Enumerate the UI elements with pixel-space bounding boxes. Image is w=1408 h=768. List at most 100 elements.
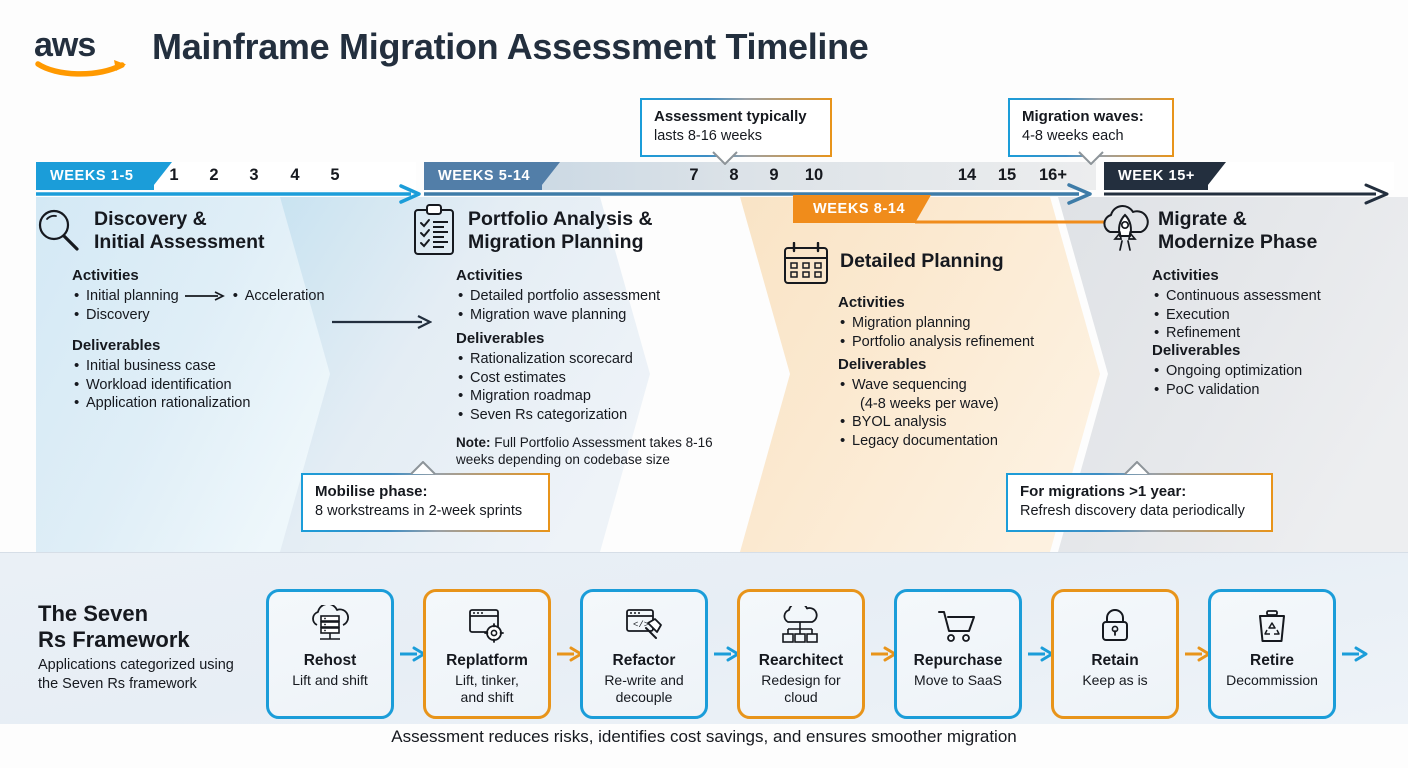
r-card-name: Repurchase — [913, 652, 1003, 669]
tick-week-9: 9 — [769, 166, 779, 184]
r-card-desc-l1: Lift and shift — [292, 672, 368, 688]
r-card-retire[interactable]: Retire Decommission — [1208, 589, 1336, 719]
callout-mobilise-sub: 8 workstreams in 2-week sprints — [315, 502, 523, 519]
header: aws Mainframe Migration Assessment Timel… — [0, 0, 1408, 92]
r-card-repurchase[interactable]: Repurchase Move to SaaS — [894, 589, 1022, 719]
r-card-desc-l2: decouple — [615, 688, 673, 705]
callout-mobilise-tail — [410, 461, 436, 475]
callout-refresh-tail — [1124, 461, 1150, 475]
flow-arrow-icon — [184, 291, 225, 302]
callout-assessment-title: Assessment typically — [654, 108, 807, 125]
phase-deliverables-discovery: Deliverables Initial business case Workl… — [72, 337, 332, 413]
callout-assessment-tail — [712, 151, 738, 165]
r-card-desc: Decommission — [1222, 672, 1322, 689]
r-card-rehost[interactable]: Rehost Lift and shift — [266, 589, 394, 719]
phase-title-migrate-l2: Modernize Phase — [1158, 231, 1318, 253]
tick-group-left: 1 2 3 4 5 — [160, 166, 360, 188]
phase-title-migrate-l1: Migrate & — [1158, 208, 1247, 230]
seven-rs-title-l1: The Seven — [38, 601, 149, 626]
clipboard-checklist-icon — [414, 204, 454, 255]
r-card-desc: Redesign for cloud — [757, 672, 844, 706]
activity-item: Migration wave planning — [456, 305, 746, 325]
tick-week-15: 15 — [997, 166, 1017, 184]
phase-connector-arrow-icon — [332, 315, 432, 329]
callout-assessment: Assessment typically lasts 8-16 weeks — [640, 98, 832, 157]
callout-refresh-sub: Refresh discovery data periodically — [1020, 502, 1245, 519]
deliverable-item: Application rationalization — [72, 393, 332, 413]
r-card-desc: Keep as is — [1078, 672, 1151, 689]
callout-refresh-title: For migrations >1 year: — [1020, 483, 1187, 500]
svg-text:</>: </> — [633, 620, 649, 630]
activities-label-detailed: Activities — [838, 294, 905, 311]
r-card-desc: Move to SaaS — [910, 672, 1006, 689]
phase-shape-detailed — [740, 197, 1100, 552]
calendar-icon — [784, 242, 828, 284]
seven-rs-subtitle: Applications categorized using the Seven… — [38, 656, 234, 694]
deliverable-item: PoC validation — [1152, 380, 1402, 400]
phase-title-discovery: Discovery & Initial Assessment — [94, 208, 265, 254]
shopping-cart-icon — [935, 605, 981, 647]
callout-waves-tail — [1078, 151, 1104, 165]
deliverable-item: Workload identification — [72, 375, 332, 395]
r-card-refactor[interactable]: </> Refactor Re-write and decouple — [580, 589, 708, 719]
deliverable-item: Seven Rs categorization — [456, 405, 746, 425]
page-title: Mainframe Migration Assessment Timeline — [152, 26, 869, 67]
aws-logo: aws — [34, 26, 126, 77]
r-card-desc: Lift and shift — [288, 672, 372, 689]
tick-week-16plus: 16+ — [1039, 166, 1067, 184]
padlock-icon — [1095, 605, 1135, 647]
code-hammer-icon: </> — [622, 605, 666, 647]
callout-waves-title: Migration waves: — [1022, 108, 1144, 125]
deliverables-label-discovery: Deliverables — [72, 337, 161, 354]
activity-item: Detailed portfolio assessment — [456, 286, 746, 306]
weeks-badge-discovery: WEEKS 1-5 — [36, 162, 154, 190]
phase-activities-discovery: Activities Initial planning Acceleration… — [72, 267, 332, 324]
phase-deliverables-detailed: Deliverables Wave sequencing (4-8 weeks … — [838, 356, 1128, 451]
weeks-badge-migrate: WEEK 15+ — [1104, 162, 1208, 190]
deliverable-item: BYOL analysis — [838, 412, 1128, 432]
r-card-desc-l1: Re-write and — [604, 672, 684, 688]
r-card-desc-l1: Redesign for — [761, 672, 841, 688]
activity-item: Execution — [1152, 305, 1402, 325]
deliverable-item: Migration roadmap — [456, 386, 746, 406]
phase-deliverables-portfolio: Deliverables Rationalization scorecard C… — [456, 330, 746, 469]
phase-title-portfolio-l1: Portfolio Analysis & — [468, 208, 653, 230]
deliverable-item: Ongoing optimization — [1152, 361, 1402, 381]
r-card-replatform[interactable]: Replatform Lift, tinker, and shift — [423, 589, 551, 719]
activity-item: Refinement — [1152, 323, 1402, 343]
timeline-section: WEEKS 1-5 1 2 3 4 5 WEEKS 5-14 — [0, 92, 1408, 552]
seven-rs-title: The Seven Rs Framework — [38, 601, 190, 653]
tick-week-5: 5 — [330, 166, 340, 184]
r-card-desc-l2: cloud — [784, 688, 818, 705]
activity-item: Migration planning — [838, 313, 1128, 333]
seven-rs-band: The Seven Rs Framework Applications cate… — [0, 552, 1408, 724]
phase-activities-detailed: Activities Migration planning Portfolio … — [838, 294, 1128, 351]
r-card-desc-l2: and shift — [460, 688, 514, 705]
callout-waves-sub: 4-8 weeks each — [1022, 127, 1124, 144]
tick-week-1: 1 — [169, 166, 179, 184]
callout-assessment-sub: lasts 8-16 weeks — [654, 127, 762, 144]
tick-week-2: 2 — [209, 166, 219, 184]
activity-item: Continuous assessment — [1152, 286, 1402, 306]
badge-tail-migrate — [1204, 162, 1226, 190]
phase-deliverables-migrate: Deliverables Ongoing optimization PoC va… — [1152, 342, 1402, 399]
r-card-desc: Lift, tinker, and shift — [451, 672, 523, 706]
weeks-badge-portfolio: WEEKS 5-14 — [424, 162, 542, 190]
r-card-retain[interactable]: Retain Keep as is — [1051, 589, 1179, 719]
tick-week-3: 3 — [249, 166, 259, 184]
seven-rs-subtitle-l1: Applications categorized using — [38, 657, 234, 673]
svg-text:aws: aws — [34, 26, 95, 64]
window-gear-icon — [465, 605, 509, 647]
phase-activities-portfolio: Activities Detailed portfolio assessment… — [456, 267, 746, 324]
deliverable-item-continuation: (4-8 weeks per wave) — [860, 395, 999, 412]
phase-title-detailed-l1: Detailed Planning — [840, 250, 1004, 272]
r-arrow-icon — [1342, 646, 1368, 662]
phase-note-label: Note: — [456, 434, 491, 450]
activities-label-migrate: Activities — [1152, 267, 1219, 284]
phase-activities-migrate: Activities Continuous assessment Executi… — [1152, 267, 1402, 343]
r-card-rearchitect[interactable]: Rearchitect Redesign for cloud — [737, 589, 865, 719]
deliverable-item: Cost estimates — [456, 368, 746, 388]
phase-title-portfolio: Portfolio Analysis & Migration Planning — [468, 208, 653, 254]
footer-note: Assessment reduces risks, identifies cos… — [391, 727, 1017, 746]
deliverables-label-detailed: Deliverables — [838, 356, 927, 373]
